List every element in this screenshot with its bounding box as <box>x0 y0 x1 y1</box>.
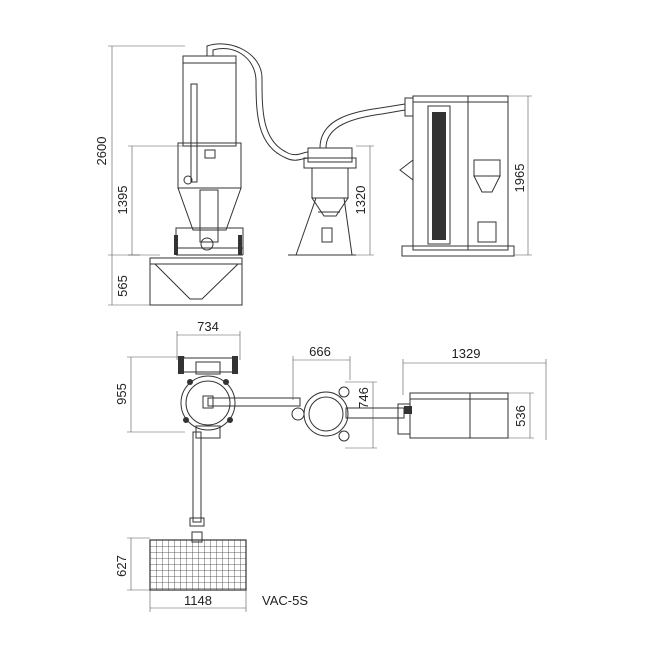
feed-hopper-side <box>149 257 243 306</box>
dim-filter-height: 1965 <box>512 164 527 193</box>
dim-cyclone-height: 1320 <box>353 186 368 215</box>
plan-feed-pipe <box>189 431 205 527</box>
left-dimension-lines <box>108 45 185 306</box>
dim-receiver-depth: 955 <box>114 383 129 405</box>
model-label: VAC-5S <box>262 593 308 608</box>
dim-filter-depth: 536 <box>513 405 528 427</box>
dim-cyclone-width: 666 <box>309 344 331 359</box>
receiver-plan <box>178 356 238 439</box>
plan-view: 734 955 666 746 1329 536 627 1148 VAC-5S <box>114 319 547 612</box>
right-dimension-lines <box>356 95 532 256</box>
dim-hopper-width: 1148 <box>184 593 212 608</box>
filter-unit-plan <box>397 392 509 439</box>
hopper-grid-plan <box>149 531 247 591</box>
dim-receiver-height: 1395 <box>115 186 130 215</box>
vacuum-hose <box>206 43 309 161</box>
plan-dimension-lines <box>127 331 547 612</box>
dim-total-height: 2600 <box>94 137 109 166</box>
side-elevation-view: 2600 1395 565 1320 1965 <box>94 43 532 306</box>
dim-cyclone-depth: 746 <box>356 387 371 409</box>
dim-hopper-height: 565 <box>115 275 130 297</box>
cyclone-separator <box>288 103 406 256</box>
cyclone-plan <box>291 386 405 442</box>
filter-unit <box>399 95 515 257</box>
dim-receiver-width: 734 <box>197 319 219 334</box>
plan-hose <box>202 395 301 409</box>
dim-hopper-depth: 627 <box>114 555 129 577</box>
dim-filter-width: 1329 <box>452 346 481 361</box>
vacuum-receiver <box>174 55 244 256</box>
